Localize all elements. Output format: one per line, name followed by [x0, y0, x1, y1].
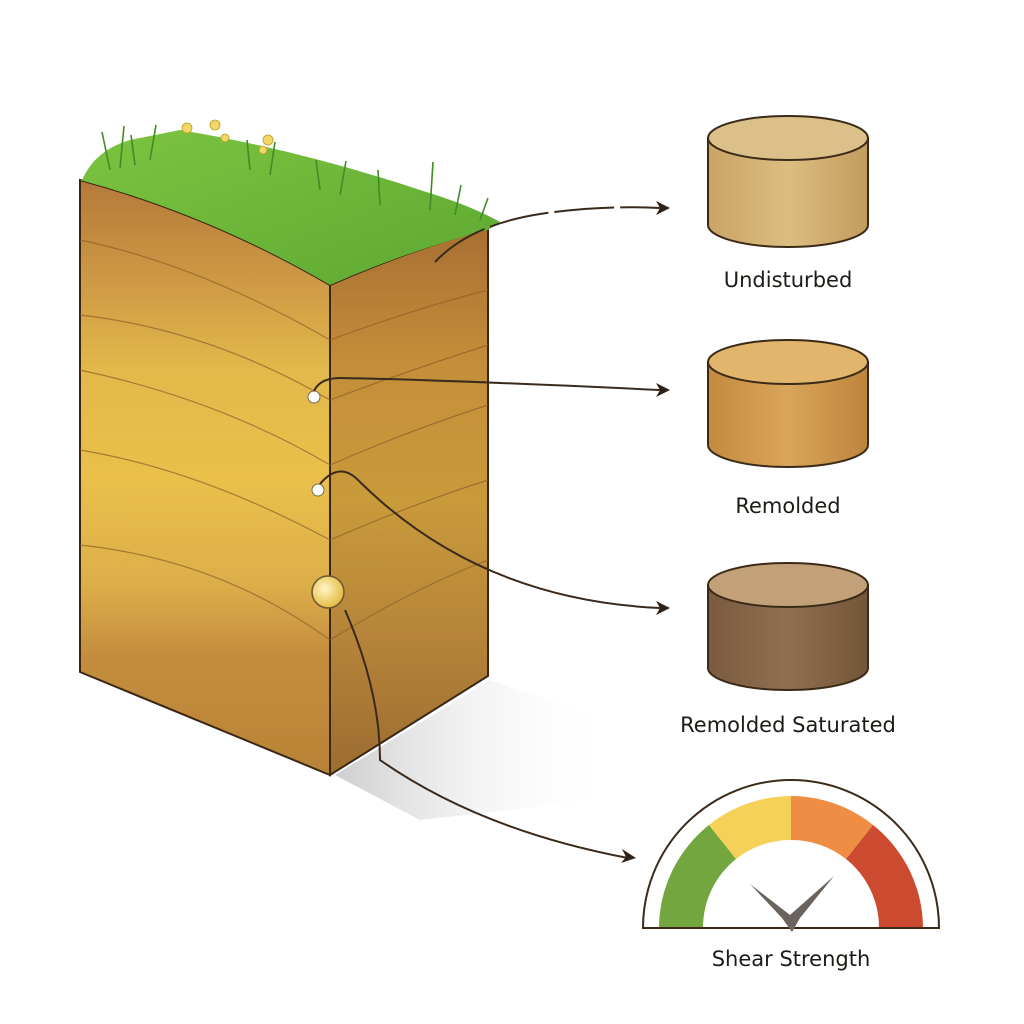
- flowers: [181, 119, 274, 155]
- soil-front-face: [79, 178, 331, 777]
- label-remolded-saturated: Remolded Saturated: [680, 713, 896, 737]
- sample-remolded-saturated: [707, 562, 869, 691]
- soil-side-face: [329, 226, 489, 777]
- sample-point-1[interactable]: [307, 390, 321, 404]
- grass-blades: [101, 124, 489, 221]
- gauge-segment-medium-low: [709, 796, 791, 859]
- sample-remolded: [707, 339, 869, 468]
- label-shear-strength: Shear Strength: [711, 947, 871, 971]
- gauge-segment-high: [846, 825, 923, 928]
- sample-point-3[interactable]: [311, 575, 345, 609]
- gauge-segment-low: [659, 825, 736, 928]
- gauge-segment-medium-high: [791, 796, 873, 859]
- grass-surface: [80, 130, 500, 285]
- connector-arrows: [313, 206, 661, 859]
- sample-point-2[interactable]: [311, 483, 325, 497]
- arrowheads: [621, 201, 670, 863]
- label-undisturbed: Undisturbed: [723, 268, 853, 292]
- shear-strength-gauge: [641, 779, 941, 932]
- layer-boundaries: [79, 239, 489, 641]
- gauge-needle: [750, 876, 834, 932]
- sample-undisturbed: [707, 115, 869, 248]
- block-shadow: [335, 680, 610, 820]
- label-remolded: Remolded: [735, 494, 841, 518]
